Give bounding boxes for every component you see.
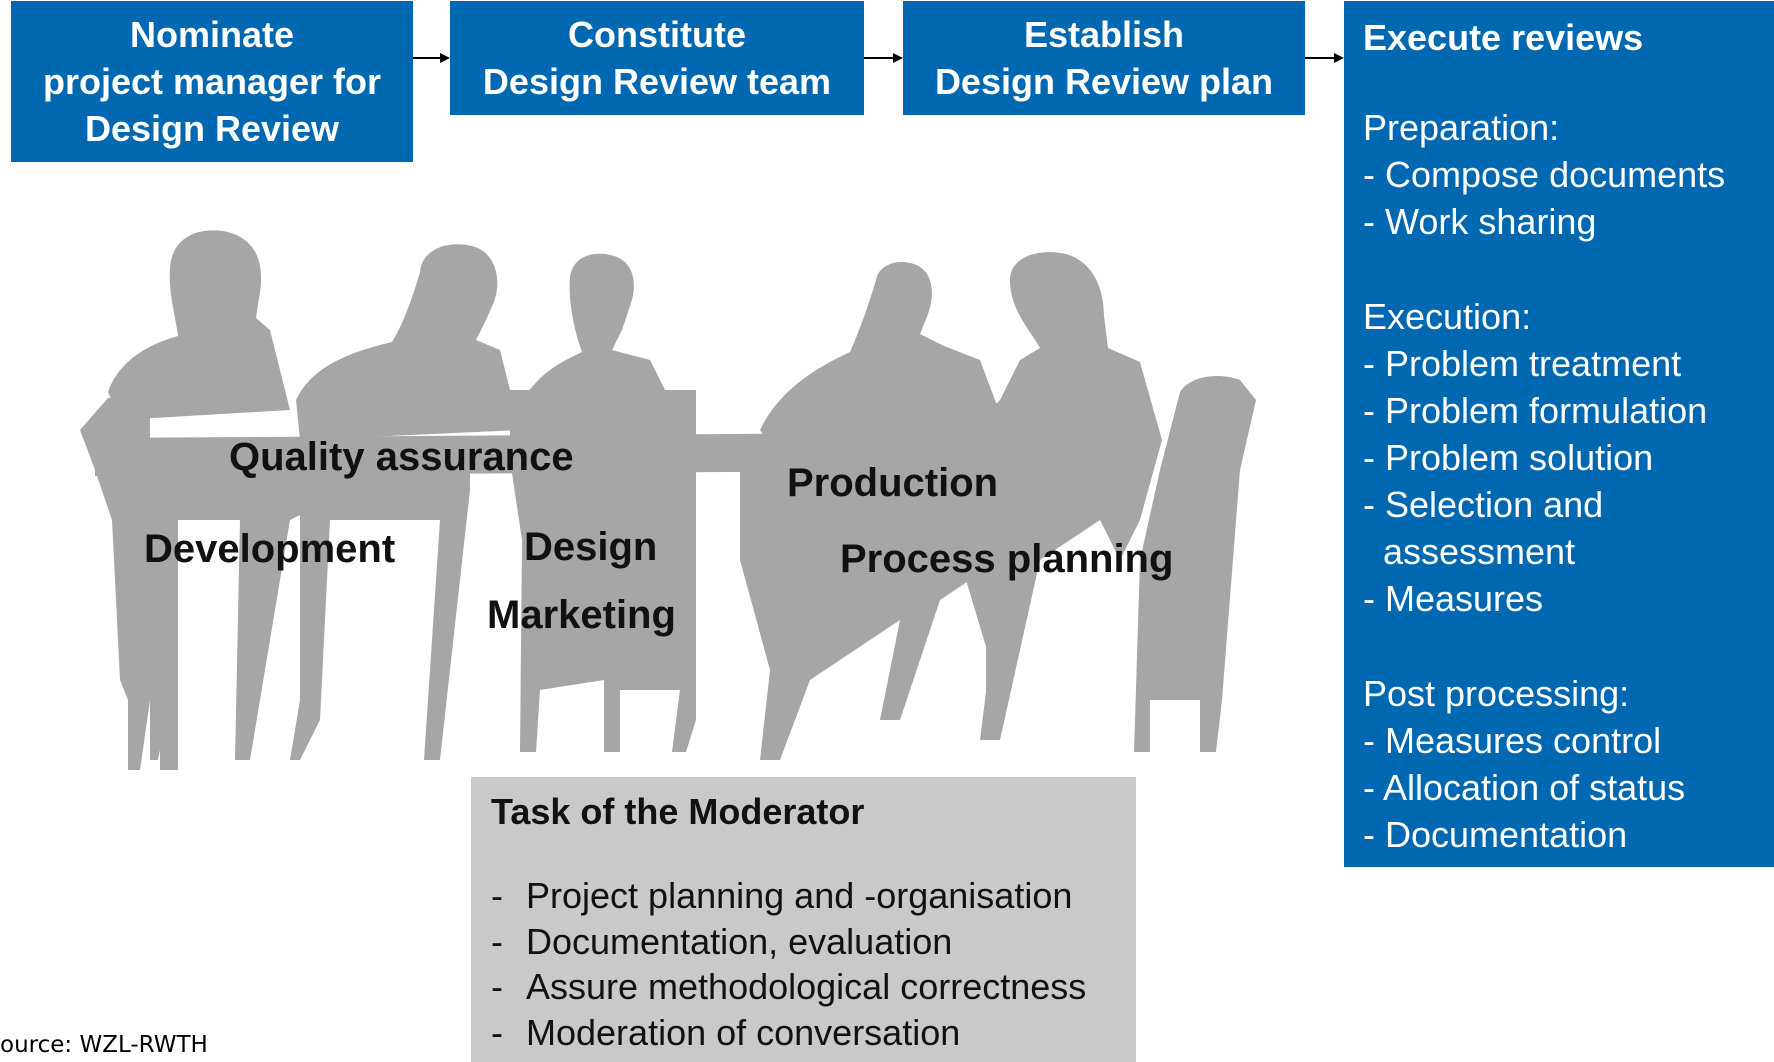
flow-arrow-1 xyxy=(413,53,450,63)
preparation-item: - Compose documents xyxy=(1363,154,1726,195)
step-3-line-2: Design Review plan xyxy=(934,61,1274,102)
step-constitute-team: Constitute Design Review team xyxy=(450,1,864,115)
preparation-item: - Work sharing xyxy=(1363,201,1597,242)
post-processing-item: - Measures control xyxy=(1363,720,1662,761)
execution-item: - Selection and xyxy=(1363,484,1604,525)
moderator-item: -Documentation, evaluation xyxy=(491,919,1136,965)
step-1-line-1: Nominate xyxy=(129,14,295,55)
flow-arrow-3 xyxy=(1305,53,1344,63)
moderator-item-text: Assure methodological correctness xyxy=(526,966,1087,1007)
bullet-dash: - xyxy=(491,875,503,916)
bullet-dash: - xyxy=(491,1011,503,1053)
step-establish-plan: Establish Design Review plan xyxy=(903,1,1305,115)
moderator-item-text: Project planning and -organisation xyxy=(526,875,1073,916)
moderator-item-text: Documentation, evaluation xyxy=(526,920,953,962)
role-production: Production xyxy=(787,461,999,505)
role-quality-assurance: Quality assurance xyxy=(229,435,574,479)
execution-item: assessment xyxy=(1363,531,1576,572)
execute-reviews-title: Execute reviews xyxy=(1363,17,1644,58)
moderator-item: -Assure methodological correctness xyxy=(491,964,1136,1010)
post-processing-item: - Allocation of status xyxy=(1363,767,1686,808)
execution-item: - Measures xyxy=(1363,578,1544,619)
role-process-planning: Process planning xyxy=(840,537,1174,581)
step-3-line-1: Establish xyxy=(1023,14,1185,55)
moderator-item: -Moderation of conversation xyxy=(491,1010,1136,1056)
preparation-heading: Preparation: xyxy=(1363,107,1560,148)
execution-heading: Execution: xyxy=(1363,296,1532,337)
bullet-dash: - xyxy=(491,966,503,1007)
role-marketing: Marketing xyxy=(487,593,676,637)
moderator-item-text: Moderation of conversation xyxy=(526,1011,961,1053)
moderator-task-box: Task of the Moderator -Project planning … xyxy=(471,777,1136,1062)
post-processing-item: - Documentation xyxy=(1363,814,1628,855)
step-1-line-2: project manager for xyxy=(42,61,382,102)
step-1-line-3: Design Review xyxy=(84,108,340,149)
role-design: Design xyxy=(524,525,658,569)
bullet-dash: - xyxy=(491,920,503,962)
role-development: Development xyxy=(144,527,396,571)
execution-item: - Problem formulation xyxy=(1363,390,1708,431)
flow-arrow-2 xyxy=(864,53,903,63)
execute-reviews-panel: Execute reviews Preparation: - Compose d… xyxy=(1344,1,1774,867)
step-nominate-project-manager: Nominate project manager for Design Revi… xyxy=(11,1,413,162)
source-caption: ource: WZL-RWTH xyxy=(0,1032,208,1058)
execution-item: - Problem solution xyxy=(1363,437,1654,478)
step-2-line-1: Constitute xyxy=(568,14,746,55)
moderator-item: -Project planning and -organisation xyxy=(491,873,1136,919)
post-processing-heading: Post processing: xyxy=(1363,673,1630,714)
moderator-title: Task of the Moderator xyxy=(491,791,865,832)
execution-item: - Problem treatment xyxy=(1363,343,1682,384)
step-2-line-2: Design Review team xyxy=(482,61,832,102)
